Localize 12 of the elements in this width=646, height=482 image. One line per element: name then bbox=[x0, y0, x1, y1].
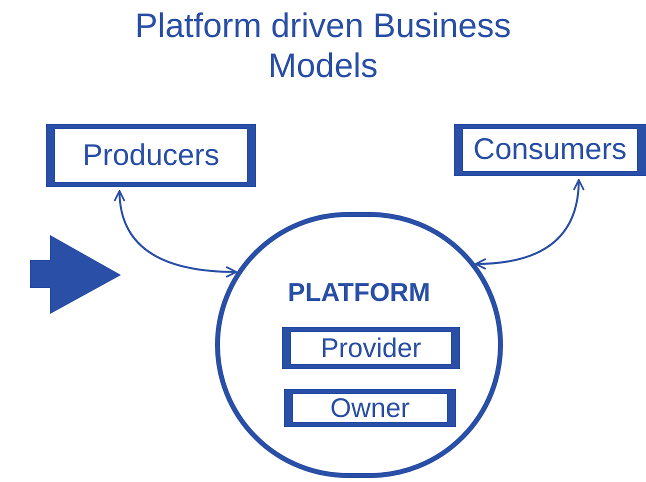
label-box bbox=[282, 327, 460, 369]
box-label: Provider bbox=[320, 334, 422, 362]
label-box bbox=[284, 389, 456, 427]
label-box bbox=[454, 124, 646, 176]
box-label: Producers bbox=[82, 140, 220, 170]
curved-double-arrow bbox=[114, 190, 238, 278]
label-box bbox=[46, 124, 256, 187]
platform-heading: PLATFORM bbox=[288, 279, 430, 305]
box-label: Consumers bbox=[473, 135, 627, 165]
curved-double-arrow bbox=[474, 179, 584, 270]
box-label: Owner bbox=[330, 394, 410, 422]
title: Platform driven Business Models bbox=[134, 6, 512, 86]
